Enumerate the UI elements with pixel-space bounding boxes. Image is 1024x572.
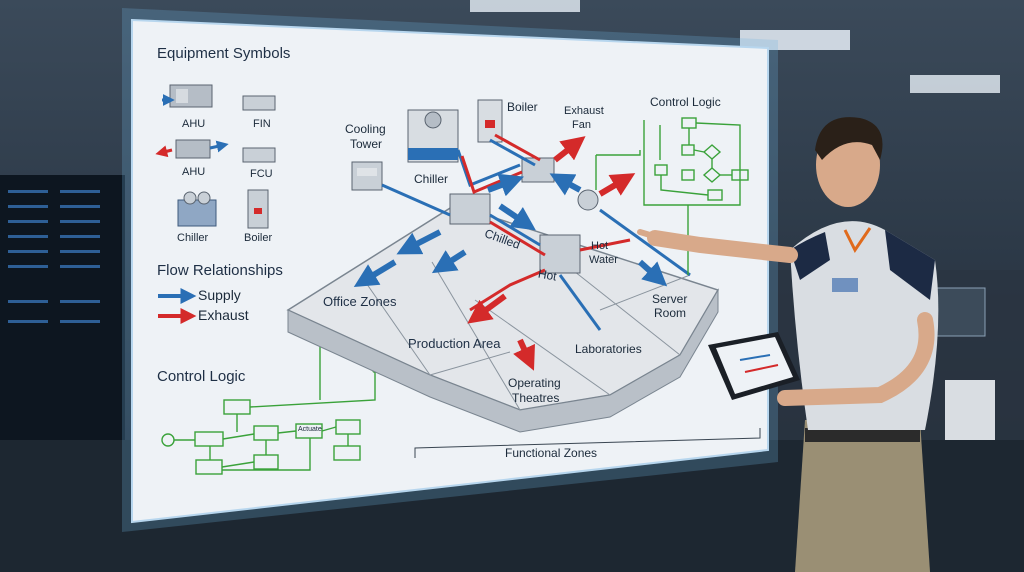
chiller-symbol bbox=[177, 191, 217, 227]
supply-arrow bbox=[486, 173, 525, 197]
server-room-label-1: Server bbox=[652, 292, 688, 306]
symbol-label-fcu: FCU bbox=[250, 168, 273, 180]
symbol-label-ahu-1: AHU bbox=[182, 118, 206, 130]
operating-theatres-label-2: Theatres bbox=[512, 391, 560, 405]
control-logic-heading-right: Control Logic bbox=[650, 95, 721, 109]
supply-arrow bbox=[498, 203, 536, 231]
symbol-label-ahu-2: AHU bbox=[182, 166, 206, 178]
exhaust-arrow bbox=[598, 173, 636, 197]
control-node-text: Actuate bbox=[298, 426, 322, 433]
supply-arrow bbox=[431, 249, 467, 274]
boiler-label: Boiler bbox=[507, 100, 538, 114]
boiler-symbol bbox=[247, 189, 269, 229]
supply-arrow bbox=[549, 173, 582, 196]
server-room-label-2: Room bbox=[654, 306, 687, 320]
cooling-tower-label-2: Tower bbox=[350, 137, 383, 151]
exhaust-arrow bbox=[553, 136, 586, 163]
supply-arrow bbox=[353, 259, 397, 287]
functional-zones-label: Functional Zones bbox=[505, 446, 598, 460]
control-logic-heading-left: Control Logic bbox=[157, 368, 246, 385]
monitor bbox=[934, 287, 986, 337]
cooling-tower-icon bbox=[351, 161, 383, 191]
exhaust-arrow bbox=[513, 338, 535, 371]
exhaust-arrow bbox=[467, 293, 507, 324]
technician bbox=[637, 117, 939, 572]
ceiling-light bbox=[910, 75, 1000, 93]
exhaust-fan-label-1: Exhaust bbox=[564, 105, 604, 117]
tablet bbox=[708, 332, 800, 400]
ahu-unit-center bbox=[449, 193, 491, 225]
chiller-icon bbox=[407, 109, 459, 163]
operating-theatres-label-1: Operating bbox=[508, 376, 561, 390]
laboratories-label: Laboratories bbox=[575, 342, 642, 356]
symbol-label-boiler: Boiler bbox=[244, 232, 273, 244]
cooling-tower-label-1: Cooling bbox=[345, 122, 386, 136]
chiller-label: Chiller bbox=[414, 172, 449, 186]
ahu-symbol-1 bbox=[162, 84, 213, 108]
flow-relationships-heading: Flow Relationships bbox=[157, 262, 283, 279]
ceiling-light bbox=[470, 0, 580, 12]
exhaust-fan-label-2: Fan bbox=[572, 119, 591, 131]
hot-flow-label: Hot bbox=[536, 266, 558, 284]
fcu-symbol bbox=[242, 147, 276, 163]
supply-legend-label: Supply bbox=[198, 287, 241, 303]
production-area-label: Production Area bbox=[408, 336, 501, 351]
symbol-label-fin: FIN bbox=[253, 118, 271, 130]
left-control-logic bbox=[161, 340, 376, 475]
functional-zones-bracket bbox=[414, 428, 761, 458]
supply-arrow bbox=[396, 229, 442, 255]
right-control-logic bbox=[595, 117, 749, 275]
equipment-symbols-heading: Equipment Symbols bbox=[157, 45, 291, 62]
symbol-label-chiller: Chiller bbox=[177, 232, 209, 244]
supply-arrow bbox=[637, 259, 668, 287]
hot-water-label-2: Water bbox=[589, 254, 618, 266]
office-zones-label: Office Zones bbox=[323, 294, 397, 309]
ahu-symbol-2 bbox=[155, 139, 229, 159]
hot-water-unit bbox=[539, 234, 581, 274]
fin-symbol bbox=[242, 95, 276, 111]
exhaust-legend-label: Exhaust bbox=[198, 307, 249, 323]
ceiling-light bbox=[740, 30, 850, 50]
fan-unit bbox=[577, 189, 599, 211]
hot-water-label-1: Hot bbox=[591, 240, 609, 252]
